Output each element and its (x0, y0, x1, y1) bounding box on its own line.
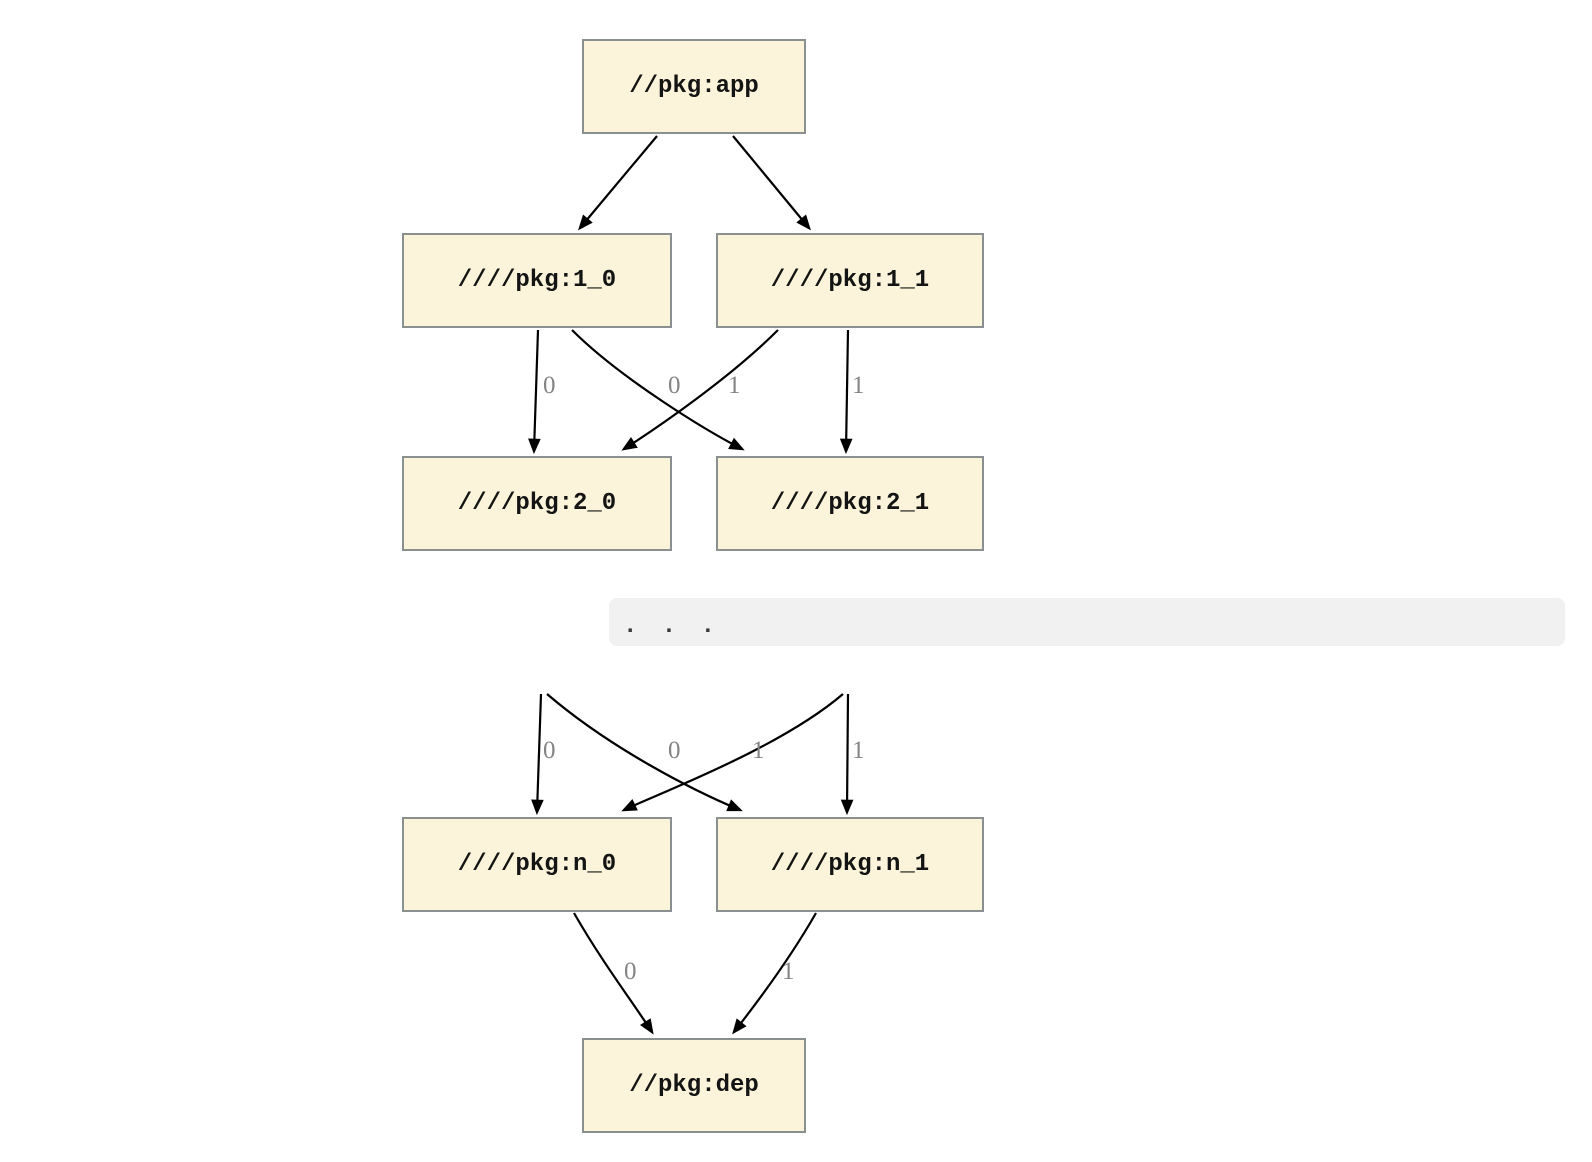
edge-1_1-to-2_1 (839, 329, 853, 455)
edge-prev-to-n_1-cross (546, 693, 743, 812)
edge-prev-to-n_0-cross (621, 693, 844, 812)
node-label: ////pkg:2_1 (770, 490, 930, 517)
edge-label: 0 (668, 737, 681, 764)
node-label: //pkg:app (629, 73, 759, 100)
edge-label: 0 (668, 372, 681, 399)
node-pkg-2_0: ////pkg:2_0 (402, 456, 672, 551)
node-label: ////pkg:n_0 (457, 851, 617, 878)
edge-app-to-1_1 (732, 135, 811, 231)
edge-1_0-to-2_1 (571, 329, 745, 451)
node-label: ////pkg:n_1 (770, 851, 930, 878)
node-pkg-2_1: ////pkg:2_1 (716, 456, 984, 551)
edge-prev-to-n_1-straight (840, 693, 854, 816)
node-label: ////pkg:2_0 (457, 490, 617, 517)
node-pkg-1_1: ////pkg:1_1 (716, 233, 984, 328)
node-pkg-1_0: ////pkg:1_0 (402, 233, 672, 328)
edge-label: 1 (728, 372, 741, 399)
edge-label: 1 (752, 737, 765, 764)
node-pkg-n_1: ////pkg:n_1 (716, 817, 984, 912)
edge-label: 1 (782, 958, 795, 985)
edge-1_1-to-2_0 (621, 329, 779, 451)
ellipsis-bar: . . . (609, 598, 1565, 646)
edge-label: 0 (543, 372, 556, 399)
edge-label: 0 (543, 737, 556, 764)
node-label: ////pkg:1_1 (770, 267, 930, 294)
node-pkg-dep: //pkg:dep (582, 1038, 806, 1133)
node-pkg-n_0: ////pkg:n_0 (402, 817, 672, 912)
edge-label: 1 (852, 372, 865, 399)
edge-label: 0 (624, 958, 637, 985)
edge-1_0-to-2_0 (528, 329, 541, 455)
node-label: ////pkg:1_0 (457, 267, 617, 294)
edge-label: 1 (852, 737, 865, 764)
edge-app-to-1_0 (578, 135, 658, 231)
node-label: //pkg:dep (629, 1072, 759, 1099)
edge-n_0-to-dep (573, 912, 654, 1035)
ellipsis-text: . . . (623, 613, 721, 640)
node-pkg-app: //pkg:app (582, 39, 806, 134)
edge-prev-to-n_0-straight (531, 693, 544, 816)
edge-n_1-to-dep (732, 912, 817, 1035)
